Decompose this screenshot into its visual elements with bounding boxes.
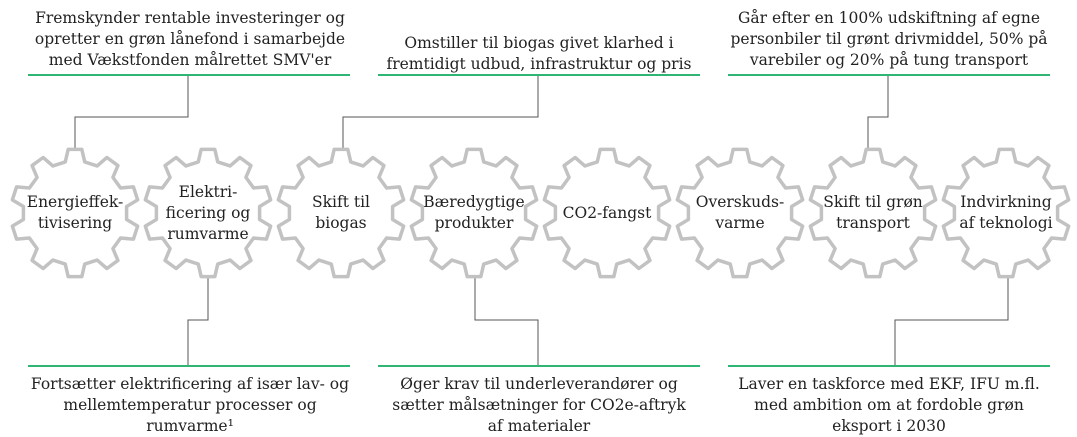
- gear-label: Indvirkning af teknologi: [959, 193, 1053, 232]
- gear-co2-capture: CO2-fangst: [542, 147, 672, 279]
- gear-sustainable-products: Bæredygtige produkter: [409, 147, 539, 279]
- top-note-transport: Går efter en 100% udskiftning af egne pe…: [730, 9, 1048, 69]
- gear-green-transport: Skift til grøn transport: [808, 147, 938, 279]
- connector-bottom-2: [474, 265, 539, 366]
- gear-biogas: Skift til biogas: [276, 147, 406, 279]
- gear-outline-icon: [10, 147, 140, 279]
- gear-energy-efficiency: Energieffek- tivisering: [10, 147, 140, 279]
- gear-outline-icon: [409, 147, 539, 279]
- connector-bottom-3: [894, 265, 1009, 366]
- gear-surplus-heat: Overskuds- varme: [675, 147, 805, 279]
- top-note-efficiency: Fremskynder rentable investeringer og op…: [34, 9, 346, 69]
- gear-outline-icon: [675, 147, 805, 279]
- connector-top-1: [74, 75, 189, 160]
- gear-label: Energieffek- tivisering: [26, 193, 124, 232]
- bottom-note-export: Laver en taskforce med EKF, IFU m.fl. me…: [738, 375, 1040, 435]
- gear-label: CO2-fangst: [562, 203, 652, 222]
- gear-technology-impact: Indvirkning af teknologi: [941, 147, 1071, 279]
- gear-outline-icon: [143, 147, 273, 279]
- top-note-biogas: Omstiller til biogas givet klarhed i fre…: [386, 34, 692, 73]
- gear-label: Skift til grøn transport: [823, 193, 923, 232]
- bottom-note-electrification: Fortsætter elektrificering af især lav- …: [30, 375, 350, 435]
- gear-outline-icon: [808, 147, 938, 279]
- connector-top-2: [342, 75, 539, 160]
- gear-outline-icon: [542, 147, 672, 279]
- gear-electrification: Elektri- ficering og rumvarme: [143, 147, 273, 279]
- connector-bottom-1: [187, 265, 209, 366]
- gear-label: Skift til biogas: [311, 193, 370, 232]
- gear-outline-icon: [276, 147, 406, 279]
- gear-outline-icon: [941, 147, 1071, 279]
- bottom-note-supply-chain: Øger krav til underleverandører og sætte…: [392, 375, 686, 435]
- gear-label: Bæredygtige produkter: [423, 193, 525, 232]
- gear-label: Overskuds- varme: [695, 193, 785, 232]
- gear-label: Elektri- ficering og rumvarme: [165, 182, 251, 243]
- connector-top-3: [867, 75, 889, 160]
